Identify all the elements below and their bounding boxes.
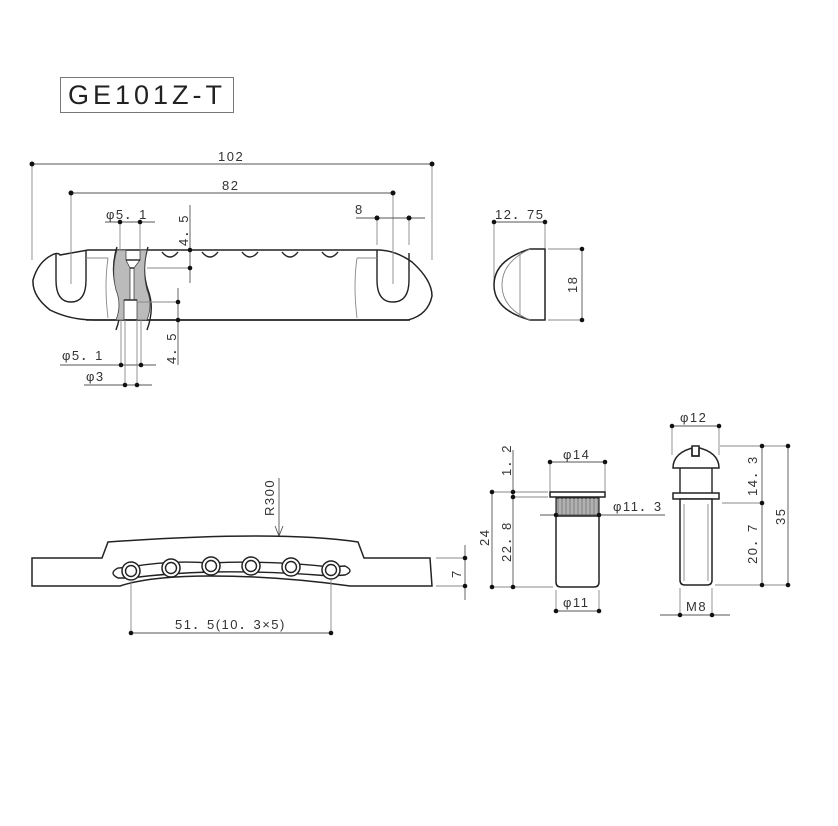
part-number-title: GE101Z-T xyxy=(60,77,234,113)
dim-body-length: 22．8 xyxy=(499,521,514,562)
dim-height: 7 xyxy=(449,569,464,578)
anchor-bushing-view: φ14 φ11．3 1．2 22．8 24 φ11 xyxy=(477,444,665,614)
dim-flange-diameter: φ14 xyxy=(563,447,590,462)
dim-thread-length: 20．7 xyxy=(745,523,760,564)
dim-slot-spacing: 82 xyxy=(222,178,239,193)
dim-hole-span: 51．5(10．3×5) xyxy=(175,617,286,632)
dim-hole-diameter-bottom: φ5．1 xyxy=(62,348,104,363)
dim-thread-size: M8 xyxy=(686,599,707,614)
dim-depth-top: 4．5 xyxy=(176,214,191,246)
dim-slot-width: 8 xyxy=(355,202,364,217)
dim-knurl-diameter: φ11．3 xyxy=(613,499,663,514)
dim-end-depth: 12．75 xyxy=(495,207,544,222)
dim-overall-width: 102 xyxy=(218,149,244,164)
dim-total-length-stud: 35 xyxy=(773,508,788,525)
dim-total-length: 24 xyxy=(477,529,492,546)
dim-upper-length: 14．3 xyxy=(745,455,760,496)
dim-depth-bottom: 4．5 xyxy=(164,332,179,364)
dim-radius: R300 xyxy=(262,479,277,516)
stud-screw-view: φ12 14．3 20．7 35 M8 xyxy=(660,410,791,618)
dim-end-height: 18 xyxy=(565,276,580,293)
tailpiece-end-view: 12．75 18 xyxy=(491,207,585,323)
dim-head-diameter: φ12 xyxy=(680,410,707,425)
tailpiece-front-view: R300 7 51．5(10．3×5) xyxy=(31,478,468,636)
front-hole-set xyxy=(121,556,341,581)
dim-body-diameter: φ11 xyxy=(563,595,589,610)
dim-hole-diameter-top: φ5．1 xyxy=(106,207,148,222)
dim-through-hole: φ3 xyxy=(86,369,105,384)
tailpiece-top-view: 102 82 8 xyxy=(29,149,435,388)
dim-flange-thickness: 1．2 xyxy=(499,444,514,476)
